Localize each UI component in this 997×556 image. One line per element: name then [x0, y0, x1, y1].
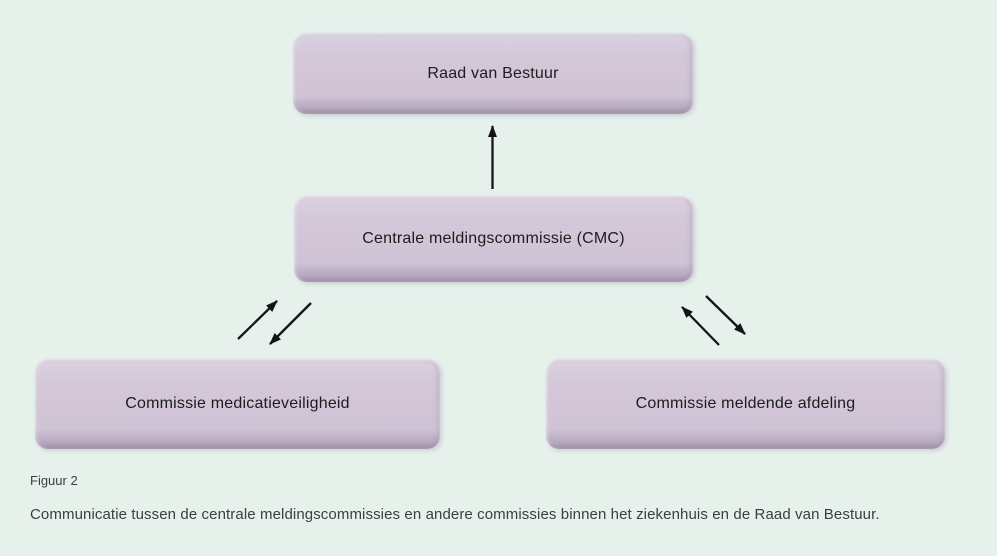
node-commissie-meldende-afdeling: Commissie meldende afdeling [546, 359, 945, 449]
arrow-meldende-to-cmc [681, 306, 720, 346]
arrow-cmc-to-meldende [705, 295, 746, 335]
node-commissie-medicatieveiligheid: Commissie medicatieveiligheid [35, 359, 440, 449]
node-raad-van-bestuur: Raad van Bestuur [293, 33, 693, 114]
figure-caption: Communicatie tussen de centrale meldings… [30, 506, 880, 523]
node-raad-label: Raad van Bestuur [427, 64, 559, 82]
node-cmc-label: Centrale meldingscommissie (CMC) [362, 230, 625, 247]
node-meldende-label: Commissie meldende afdeling [635, 395, 856, 412]
arrow-cmc-to-medicatie [269, 302, 312, 345]
arrow-medicatie-to-cmc [237, 300, 278, 340]
node-medicatie-label: Commissie medicatieveiligheid [125, 395, 350, 412]
figure-label: Figuur 2 [30, 473, 78, 488]
node-centrale-meldingscommissie: Centrale meldingscommissie (CMC) [294, 196, 693, 282]
